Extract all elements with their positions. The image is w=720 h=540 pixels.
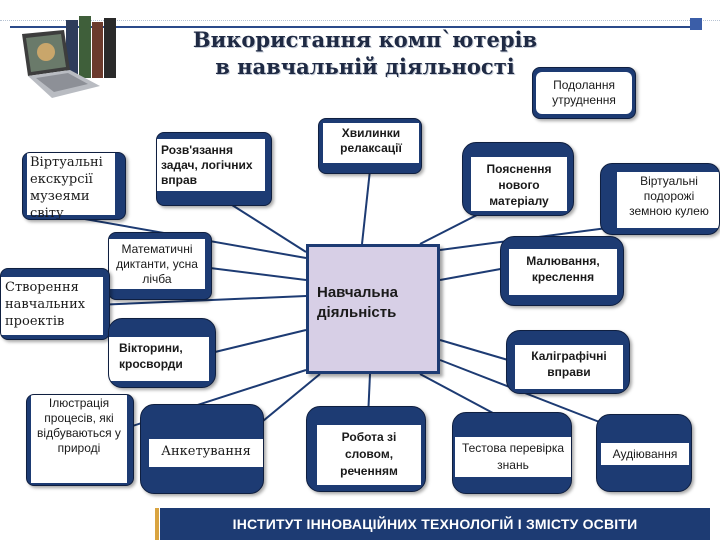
node-illustration: Ілюстрація процесів, які відбуваються у …: [26, 394, 134, 486]
connector-relaxation: [361, 169, 371, 245]
node-word-work-label: Робота зі словом, реченням: [317, 425, 421, 485]
footer-accent: [155, 508, 159, 540]
node-illustration-label: Ілюстрація процесів, які відбуваються у …: [31, 395, 127, 483]
footer-label: ІНСТИТУТ ІННОВАЦІЙНИХ ТЕХНОЛОГІЙ І ЗМІСТ…: [232, 516, 638, 532]
node-problem-solving-label: Розв'язання задач, логічних вправ: [157, 139, 265, 191]
node-calligraphy: Каліграфічні вправи: [506, 330, 630, 394]
node-overcoming: Подолання утруднення: [532, 67, 636, 119]
node-survey: Анкетування: [140, 404, 264, 494]
top-dotted-rule: [0, 20, 720, 22]
title-line-2: в навчальній діяльності: [215, 54, 515, 79]
title-line-1: Використання комп`ютерів: [192, 27, 538, 52]
node-overcoming-label: Подолання утруднення: [536, 72, 632, 114]
node-math-dictations: Математичні диктанти, усна лічба: [108, 232, 212, 300]
node-drawing: Малювання, креслення: [500, 236, 624, 306]
connector-listening: [439, 359, 621, 431]
center-node-label: Навчальна діяльність: [317, 284, 399, 321]
node-relaxation-label: Хвилинки релаксації: [323, 123, 419, 163]
node-explanation-label: Пояснення нового матеріалу: [471, 157, 567, 211]
node-problem-solving: Розв'язання задач, логічних вправ: [156, 132, 272, 206]
node-projects: Створення навчальних проектів: [0, 268, 110, 340]
connector-drawing: [439, 267, 507, 281]
node-math-dictations-label: Математичні диктанти, усна лічба: [109, 239, 205, 289]
node-listening: Аудіювання: [596, 414, 692, 492]
node-drawing-label: Малювання, креслення: [509, 249, 617, 295]
connector-problem-solving: [231, 204, 307, 253]
connector-projects: [94, 295, 307, 306]
corner-accent: [690, 18, 702, 30]
node-listening-label: Аудіювання: [601, 443, 689, 465]
node-quizzes-label: Вікторини, кросворди: [109, 337, 209, 381]
connector-calligraphy: [439, 339, 509, 361]
page-title: Використання комп`ютерів в навчальній ді…: [150, 26, 580, 80]
node-virtual-travel-label: Віртуальні подорожі земною кулею: [617, 172, 719, 228]
top-rule: [10, 26, 700, 28]
footer-bar: ІНСТИТУТ ІННОВАЦІЙНИХ ТЕХНОЛОГІЙ І ЗМІСТ…: [160, 508, 710, 540]
node-calligraphy-label: Каліграфічні вправи: [515, 345, 623, 389]
node-survey-label: Анкетування: [149, 439, 263, 467]
node-virtual-travel: Віртуальні подорожі земною кулею: [600, 163, 720, 235]
top-band: [0, 0, 720, 28]
connector-math-dictations: [209, 267, 307, 281]
node-quizzes: Вікторини, кросворди: [108, 318, 216, 388]
node-projects-label: Створення навчальних проектів: [1, 277, 103, 335]
node-test: Тестова перевірка знань: [452, 412, 572, 494]
node-virtual-excursions-label: Віртуальні екскурсії музеями світу: [27, 153, 115, 219]
node-word-work: Робота зі словом, реченням: [306, 406, 426, 492]
laptop-books-icon: [22, 16, 116, 98]
node-relaxation: Хвилинки релаксації: [318, 118, 422, 174]
node-test-label: Тестова перевірка знань: [455, 437, 571, 477]
node-virtual-excursions: Віртуальні екскурсії музеями світу: [22, 152, 126, 220]
node-explanation: Пояснення нового матеріалу: [462, 142, 574, 216]
center-node: Навчальна діяльність: [306, 244, 440, 374]
connector-quizzes: [214, 329, 307, 353]
